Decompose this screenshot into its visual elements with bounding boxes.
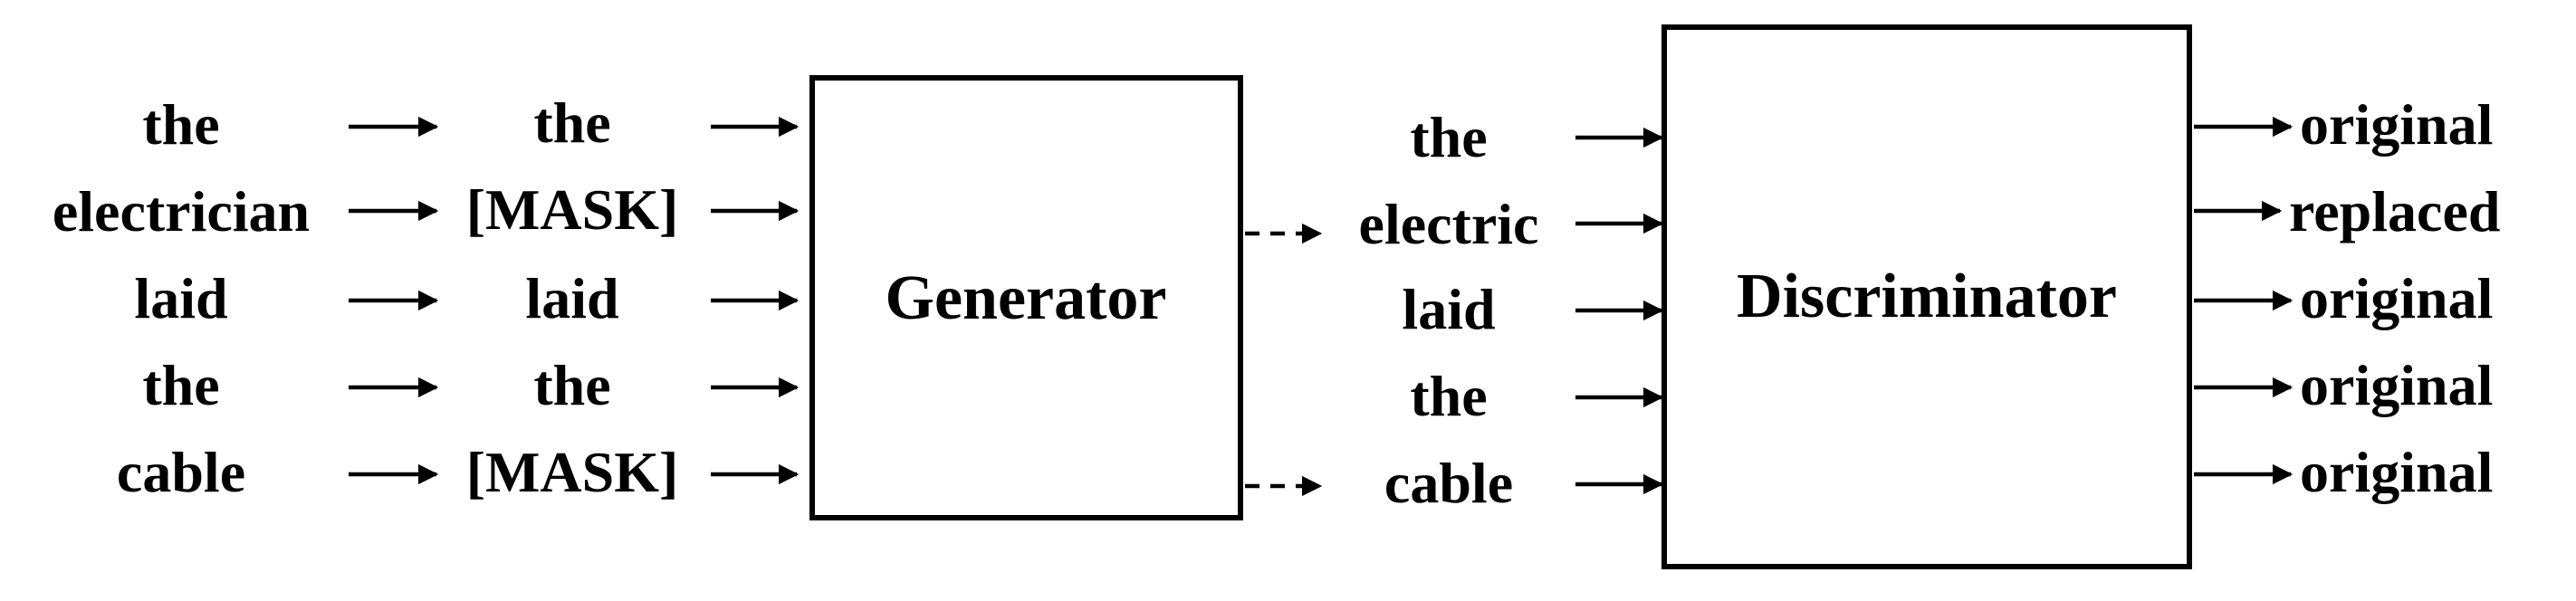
output-label: original [2300, 92, 2493, 157]
generator-block: Generator [809, 75, 1243, 520]
discriminator-output-arrows [2194, 116, 2294, 485]
generated-token: the [1410, 364, 1487, 428]
output-label: replaced [2289, 179, 2500, 243]
generated-tokens-column: the electric laid the cable [1359, 105, 1539, 515]
input-token: the [142, 92, 219, 157]
output-label: original [2300, 353, 2493, 417]
discriminator-box [1661, 24, 2192, 569]
output-label: original [2300, 266, 2493, 330]
masked-token: laid [525, 266, 618, 330]
masked-token: [MASK] [466, 440, 679, 504]
input-to-masked-arrows [349, 116, 439, 485]
output-labels-column: original replaced original original orig… [2289, 92, 2500, 504]
input-tokens-column: the electrician laid the cable [53, 92, 310, 504]
generator-output-arrows [1245, 223, 1323, 497]
output-label: original [2300, 440, 2493, 504]
masked-token: the [533, 353, 610, 417]
discriminator-label: Discriminator [1737, 262, 2117, 331]
input-token: cable [117, 440, 245, 504]
input-token: the [142, 353, 219, 417]
generator-box [809, 75, 1243, 520]
discriminator-block: Discriminator [1661, 24, 2192, 569]
generated-token: laid [1402, 277, 1495, 341]
input-token: electrician [53, 179, 310, 243]
generated-token: the [1410, 105, 1487, 169]
masked-tokens-column: the [MASK] laid the [MASK] [466, 91, 679, 504]
generated-token: cable [1384, 451, 1513, 515]
generated-token: electric [1359, 192, 1539, 256]
generated-to-discriminator-arrows [1575, 127, 1664, 495]
masked-token: the [533, 91, 610, 155]
generator-label: Generator [886, 263, 1167, 333]
masked-to-generator-arrows [711, 116, 800, 485]
masked-token: [MASK] [466, 177, 679, 242]
input-token: laid [134, 266, 227, 330]
